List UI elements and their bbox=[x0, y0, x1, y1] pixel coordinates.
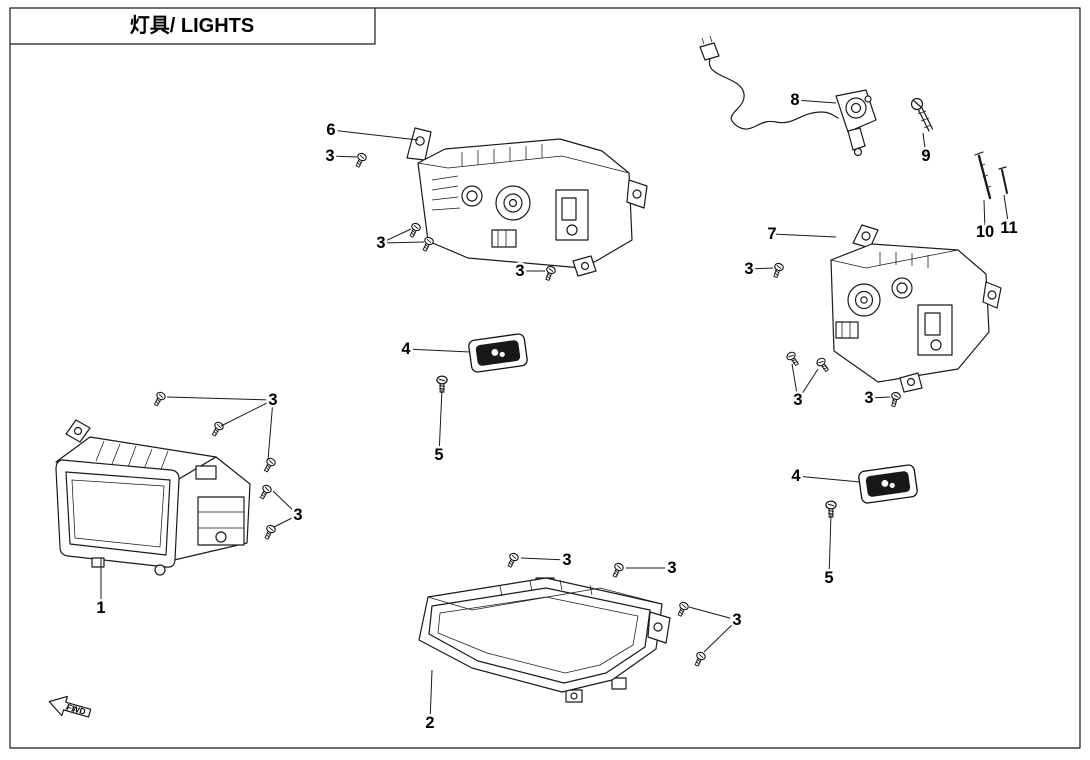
leader-line bbox=[272, 490, 299, 516]
pin-11-illustration bbox=[998, 166, 1008, 194]
leader-line bbox=[429, 669, 433, 724]
part-callout-5: 5 bbox=[824, 569, 833, 587]
screw-part-3-icon bbox=[407, 221, 422, 239]
part-callout-8: 8 bbox=[790, 91, 799, 109]
screw-part-3-icon bbox=[888, 391, 902, 408]
screw-part-3-icon bbox=[151, 390, 168, 408]
leader-line bbox=[688, 606, 738, 621]
part-callout-3: 3 bbox=[515, 262, 524, 280]
leader-line bbox=[922, 132, 927, 157]
screw-part-3-icon bbox=[784, 350, 802, 368]
leader-line bbox=[273, 514, 299, 528]
part-callout-3: 3 bbox=[667, 559, 676, 577]
page-border bbox=[9, 7, 1081, 749]
part-callout-1: 1 bbox=[96, 599, 105, 617]
sensor-8-illustration bbox=[699, 35, 877, 157]
screw-part-3-icon bbox=[257, 483, 274, 501]
leader-line bbox=[703, 619, 738, 653]
leader-line bbox=[380, 228, 412, 244]
reflector-4-top bbox=[467, 332, 529, 374]
headlight-assembly-1-illustration bbox=[55, 419, 251, 576]
bolt-9-illustration bbox=[910, 97, 934, 132]
bracket-assembly-6-illustration bbox=[406, 127, 648, 277]
leader-line bbox=[267, 399, 274, 461]
fwd-arrow: FWD bbox=[48, 695, 92, 718]
leader-line bbox=[791, 363, 799, 401]
part-callout-3: 3 bbox=[376, 234, 385, 252]
screw-part-3-icon bbox=[814, 356, 832, 374]
part-callout-3: 3 bbox=[325, 147, 334, 165]
part-callout-3: 3 bbox=[793, 391, 802, 409]
screw-part-3-icon bbox=[209, 420, 226, 438]
leader-line bbox=[438, 388, 443, 456]
leader-line bbox=[794, 99, 837, 104]
leader-line bbox=[983, 199, 986, 233]
headlight-assembly-2-illustration bbox=[418, 577, 671, 703]
part-callout-3: 3 bbox=[562, 551, 571, 569]
leader-line bbox=[405, 348, 471, 353]
leader-line bbox=[520, 557, 568, 561]
part-callout-3: 3 bbox=[864, 389, 873, 407]
screw-part-3-icon bbox=[770, 261, 785, 279]
title-box bbox=[9, 7, 376, 45]
part-callout-4: 4 bbox=[401, 340, 411, 358]
reflector-4-bottom bbox=[857, 463, 919, 505]
leader-line bbox=[1003, 194, 1010, 229]
pin-10-illustration bbox=[974, 151, 992, 200]
fwd-label: FWD bbox=[65, 702, 86, 717]
bracket-assembly-7-illustration bbox=[830, 224, 1002, 393]
screw-part-3-icon bbox=[692, 650, 707, 668]
part-callout-3: 3 bbox=[744, 260, 753, 278]
leader-line bbox=[771, 233, 837, 238]
part-callout-2: 2 bbox=[425, 714, 434, 732]
part-callout-3: 3 bbox=[732, 611, 741, 629]
leader-line bbox=[797, 368, 819, 401]
screw-part-3-icon bbox=[675, 600, 690, 618]
leader-line bbox=[380, 241, 425, 244]
part-callout-6: 6 bbox=[326, 121, 335, 139]
screw-part-3-icon bbox=[505, 551, 520, 569]
leader-line bbox=[828, 513, 832, 579]
part-callout-7: 7 bbox=[767, 225, 776, 243]
leader-line bbox=[220, 399, 274, 427]
screw-part-3-icon bbox=[353, 151, 368, 169]
screw-part-3-icon bbox=[610, 561, 625, 579]
part-callout-10: 10 bbox=[976, 223, 994, 241]
leader-line bbox=[330, 129, 419, 141]
leader-line bbox=[166, 396, 274, 401]
leader-line bbox=[868, 396, 891, 399]
leader-line bbox=[329, 155, 358, 158]
screw-part-3-icon bbox=[261, 456, 278, 474]
leader-line bbox=[795, 475, 861, 483]
part-callout-9: 9 bbox=[921, 147, 930, 165]
part-callout-5: 5 bbox=[434, 446, 443, 464]
screw-part-3-icon bbox=[542, 264, 557, 282]
leader-line bbox=[748, 267, 774, 270]
part-callout-3: 3 bbox=[293, 506, 302, 524]
page-title: 灯具/ LIGHTS bbox=[130, 14, 254, 37]
part-callout-4: 4 bbox=[791, 467, 801, 485]
part-callout-11: 11 bbox=[1000, 219, 1017, 237]
part-callout-3: 3 bbox=[268, 391, 277, 409]
